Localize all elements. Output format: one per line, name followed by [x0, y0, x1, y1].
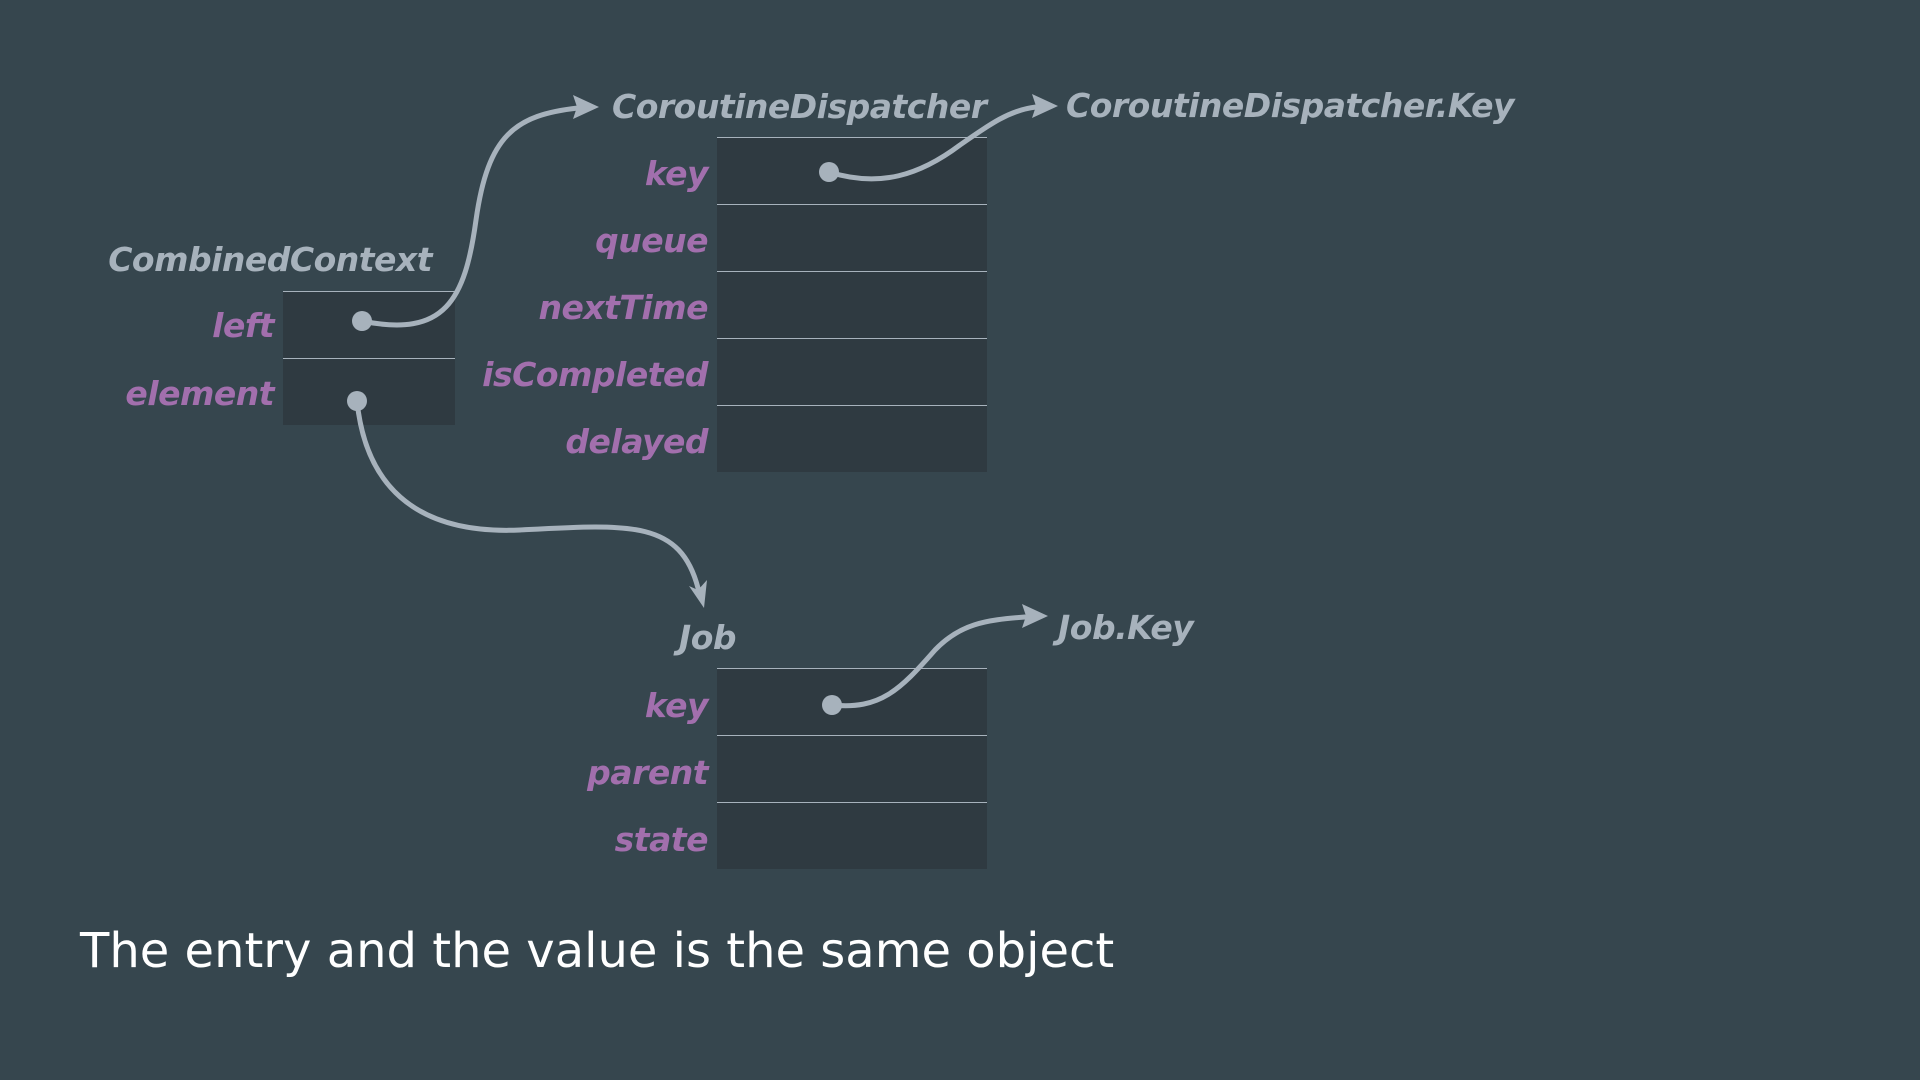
job-cell-parent [717, 735, 987, 802]
combined-context-field-left: left [212, 306, 274, 345]
dispatcher-cell-queue [717, 204, 987, 271]
dispatcher-cell-nexttime [717, 271, 987, 338]
job-field-key: key [644, 686, 709, 725]
arrowhead-job-key [1022, 604, 1048, 628]
dispatcher-field-queue: queue [595, 221, 708, 260]
dispatcher-cell-iscompleted [717, 338, 987, 405]
job-cell-key [717, 668, 987, 735]
dispatcher-cell-key [717, 137, 987, 204]
job-key-label: Job.Key [1058, 608, 1194, 647]
arrowhead-dispatcher-key [1032, 94, 1058, 118]
job-cell-state [717, 802, 987, 869]
coroutine-dispatcher-title: CoroutineDispatcher [612, 87, 987, 126]
dispatcher-key-label: CoroutineDispatcher.Key [1066, 86, 1515, 125]
job-field-parent: parent [587, 753, 708, 792]
job-title: Job [678, 618, 737, 657]
combined-context-field-element: element [125, 374, 274, 413]
dispatcher-field-delayed: delayed [565, 422, 708, 461]
arrowhead-job [689, 580, 707, 608]
dispatcher-field-nexttime: nextTime [538, 288, 708, 327]
dispatcher-cell-delayed [717, 405, 987, 472]
arrowhead-dispatcher [573, 95, 599, 119]
slide-caption: The entry and the value is the same obje… [80, 923, 1115, 979]
dispatcher-field-iscompleted: isCompleted [482, 355, 708, 394]
job-field-state: state [614, 820, 709, 859]
combined-context-cell-left [283, 291, 455, 358]
combined-context-cell-element [283, 358, 455, 425]
combined-context-title: CombinedContext [108, 240, 432, 279]
dispatcher-field-key: key [644, 154, 709, 193]
